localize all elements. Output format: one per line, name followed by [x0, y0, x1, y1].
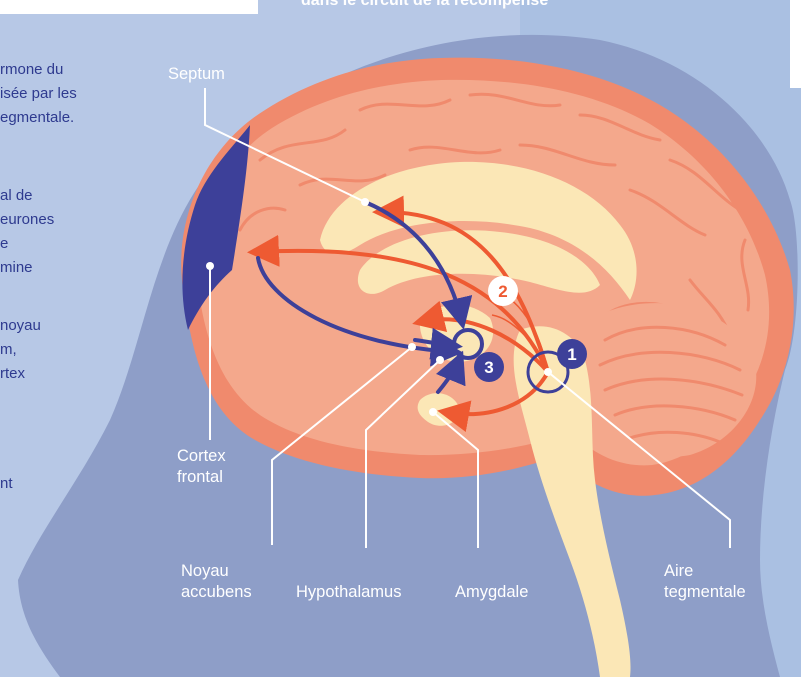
top-right-card — [790, 0, 801, 88]
label-hypothalamus: Hypothalamus — [296, 582, 401, 603]
marker-2-label: 2 — [498, 282, 507, 301]
label-aire-2: tegmentale — [664, 582, 746, 603]
left-text-line-1: rmone du — [0, 58, 63, 82]
marker-3-label: 3 — [484, 358, 493, 377]
marker-1: 1 — [557, 339, 587, 369]
left-text-line-9: m, — [0, 338, 17, 362]
left-text-line-10: rtex — [0, 362, 25, 386]
head-neck-lower — [80, 640, 520, 677]
left-text-line-2: isée par les — [0, 82, 77, 106]
left-text-line-3: egmentale. — [0, 106, 74, 130]
diagram-title: dans le circuit de la récompense — [301, 0, 548, 10]
label-cortex-frontal-2: frontal — [177, 467, 223, 488]
left-text-line-11: nt — [0, 472, 13, 496]
marker-3: 3 — [474, 352, 504, 382]
label-amygdale: Amygdale — [455, 582, 528, 603]
marker-1-label: 1 — [567, 345, 576, 364]
label-cortex-frontal-1: Cortex — [177, 446, 226, 467]
left-text-line-8: noyau — [0, 314, 41, 338]
left-text-line-5: eurones — [0, 208, 54, 232]
left-text-line-7: mine — [0, 256, 33, 280]
left-text-line-4: al de — [0, 184, 33, 208]
label-noyau-2: accubens — [181, 582, 252, 603]
marker-2: 2 — [488, 276, 518, 306]
label-noyau-1: Noyau — [181, 561, 229, 582]
label-aire-1: Aire — [664, 561, 693, 582]
left-text-line-6: e — [0, 232, 8, 256]
label-septum: Septum — [168, 64, 225, 85]
